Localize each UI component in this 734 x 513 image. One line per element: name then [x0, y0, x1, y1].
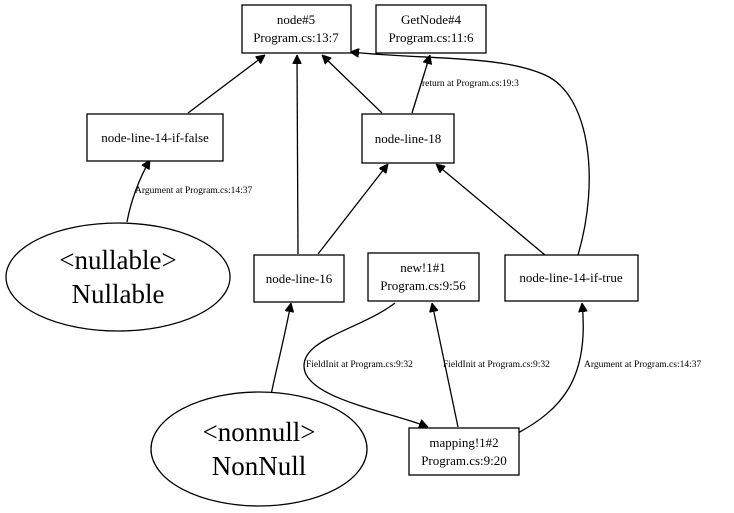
- node-nullable[interactable]: <nullable> Nullable: [5, 222, 231, 332]
- edge-line16-to-line18: [317, 164, 388, 255]
- getnode4-name: GetNode#4: [401, 12, 461, 27]
- edge-label-fieldinit-right: FieldInit at Program.cs:9:32: [443, 360, 550, 370]
- nonnull-name: NonNull: [212, 451, 307, 481]
- edge-mapping1-to-iftrue: [517, 303, 583, 434]
- edge-line18-to-getnode4: [411, 55, 430, 114]
- node-mapping1[interactable]: mapping!1#2 Program.cs:9:20: [408, 427, 520, 476]
- node5-location: Program.cs:13:7: [253, 30, 339, 45]
- node5-name: node#5: [277, 12, 315, 27]
- edge-iffalse-to-node5: [187, 55, 265, 114]
- edges: return at Program.cs:19:3 Argument at Pr…: [126, 52, 701, 434]
- node-new1[interactable]: new!1#1 Program.cs:9:56: [367, 252, 480, 302]
- nullable-name: Nullable: [72, 279, 165, 309]
- node-line-18[interactable]: node-line-18: [361, 113, 455, 164]
- new1-name: new!1#1: [400, 260, 446, 275]
- line18-label: node-line-18: [375, 131, 441, 146]
- edge-iftrue-to-node5: [350, 52, 590, 256]
- mapping1-location: Program.cs:9:20: [421, 453, 507, 468]
- node-nonnull[interactable]: <nonnull> NonNull: [150, 391, 368, 507]
- node-line-16[interactable]: node-line-16: [253, 254, 345, 303]
- mapping1-name: mapping!1#2: [429, 435, 498, 450]
- edge-label-argument-iffalse: Argument at Program.cs:14:37: [135, 186, 252, 196]
- iffalse-label: node-line-14-if-false: [101, 130, 209, 145]
- line16-label: node-line-16: [266, 271, 333, 286]
- edge-label-fieldinit-left: FieldInit at Program.cs:9:32: [306, 360, 413, 370]
- edge-line16-to-node5: [297, 55, 298, 255]
- edge-new1-to-mapping1: [303, 302, 428, 427]
- edge-line18-to-node5: [322, 55, 383, 114]
- node-line-14-if-false[interactable]: node-line-14-if-false: [86, 113, 224, 162]
- edge-label-return: return at Program.cs:19:3: [422, 79, 519, 89]
- edge-iftrue-to-line18: [436, 164, 546, 256]
- nonnull-tag: <nonnull>: [203, 417, 316, 447]
- node-node5[interactable]: node#5 Program.cs:13:7: [241, 4, 352, 54]
- nullable-tag: <nullable>: [59, 245, 176, 275]
- node-line-14-if-true[interactable]: node-line-14-if-true: [504, 254, 639, 302]
- node-getnode4[interactable]: GetNode#4 Program.cs:11:6: [375, 4, 487, 54]
- edge-label-argument-iftrue: Argument at Program.cs:14:37: [584, 360, 701, 370]
- edge-mapping1-to-new1: [432, 303, 459, 428]
- iftrue-label: node-line-14-if-true: [519, 270, 622, 285]
- getnode4-location: Program.cs:11:6: [388, 30, 474, 45]
- edge-nullable-to-iffalse: [126, 160, 151, 223]
- new1-location: Program.cs:9:56: [380, 278, 466, 293]
- edge-nonnull-to-line16: [270, 303, 291, 396]
